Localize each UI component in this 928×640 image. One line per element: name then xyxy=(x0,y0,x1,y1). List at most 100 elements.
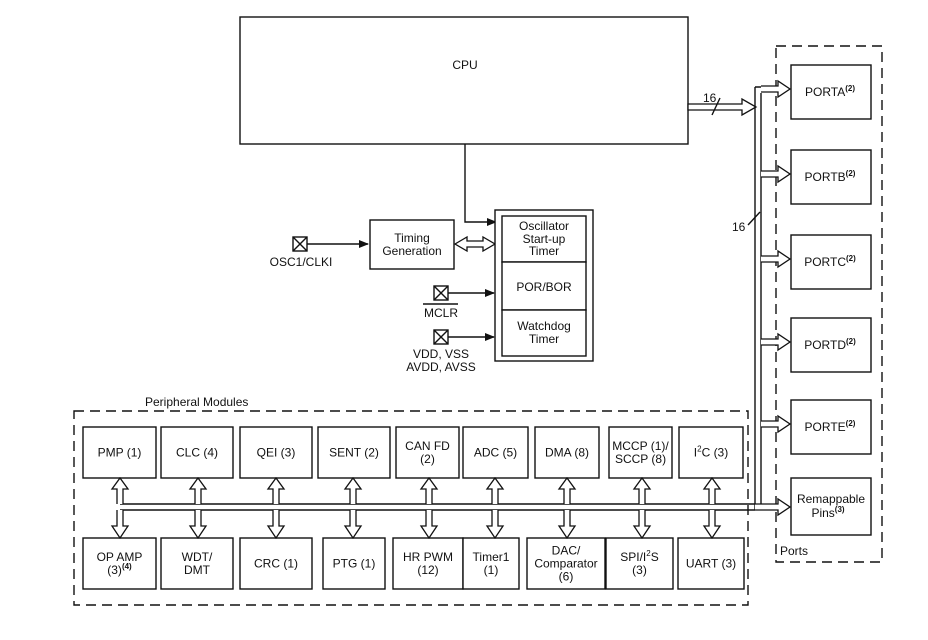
osc-pin: OSC1/CLKI xyxy=(270,236,369,269)
power-pins-line-2: AVDD, AVSS xyxy=(406,360,476,374)
port-portb: PORTB(2) xyxy=(761,149,872,205)
module-label-line: HR PWM xyxy=(403,550,453,564)
mclr-pin-label: MCLR xyxy=(424,306,458,320)
module-label-line: (3)(4) xyxy=(107,562,132,577)
module-label-line: DMA (8) xyxy=(545,446,589,460)
port-label: PORTE(2) xyxy=(805,419,856,434)
bus-arrow-up xyxy=(485,476,505,504)
ports-group-title: Ports xyxy=(780,544,808,558)
osc-pin-label: OSC1/CLKI xyxy=(270,255,333,269)
port-label: PORTC(2) xyxy=(804,254,856,269)
bus-arrow-down xyxy=(343,510,363,540)
peripheral-modules-group: Peripheral Modules xyxy=(73,395,749,606)
peripheral-module: UART (3) xyxy=(677,537,745,590)
module-label-line: (1) xyxy=(484,563,499,577)
module-label-line: SENT (2) xyxy=(329,446,379,460)
module-label-line: PTG (1) xyxy=(333,557,376,571)
por-bor-label: POR/BOR xyxy=(516,280,572,294)
peripheral-module: PTG (1) xyxy=(322,537,386,590)
osc-startup-line-3: Timer xyxy=(529,244,559,258)
peripheral-module: CLC (4) xyxy=(160,426,234,479)
bus-arrow-down xyxy=(485,510,505,540)
module-label-line: SPI/I2S xyxy=(620,549,658,564)
remappable-line-1: Remappable xyxy=(797,492,865,506)
module-label-line: (3) xyxy=(632,563,647,577)
bus-arrow-up xyxy=(702,476,722,504)
watchdog-line-1: Watchdog xyxy=(517,319,571,333)
bus-arrow-up xyxy=(266,476,286,504)
bus-arrow-down xyxy=(632,510,652,540)
port-arrow xyxy=(761,414,792,434)
peripheral-module: SPI/I2S(3) xyxy=(605,537,674,590)
remappable-line-2: Pins(3) xyxy=(811,505,844,520)
bus-arrow-up xyxy=(343,476,363,504)
peripheral-module: I2C (3) xyxy=(678,426,744,479)
peripheral-module: Timer1(1) xyxy=(462,537,520,590)
module-label-line: Timer1 xyxy=(473,550,510,564)
port-arrow xyxy=(761,79,792,99)
port-arrow xyxy=(761,164,792,184)
ports-bus: 16 xyxy=(732,86,776,510)
peripheral-module: QEI (3) xyxy=(239,426,313,479)
timing-osc-bidir-arrow xyxy=(453,235,497,253)
module-label-line: (6) xyxy=(559,570,574,584)
timing-label-line-2: Generation xyxy=(382,244,441,258)
timing-label-line-1: Timing xyxy=(394,231,430,245)
port-label: PORTA(2) xyxy=(805,84,855,99)
cpu-bus-width-label: 16 xyxy=(703,91,717,105)
peripheral-module: ADC (5) xyxy=(462,426,529,479)
module-label-line: OP AMP xyxy=(97,550,143,564)
cpu-label: CPU xyxy=(452,58,477,72)
bus-arrow-up xyxy=(110,476,130,504)
module-label-line: DMT xyxy=(184,563,211,577)
peripheral-module: SENT (2) xyxy=(317,426,391,479)
module-label-line: CLC (4) xyxy=(176,446,218,460)
ports-bus-width-label: 16 xyxy=(732,220,746,234)
bus-arrow-down xyxy=(110,510,130,540)
port-porte: PORTE(2) xyxy=(761,399,872,455)
bus-arrow-down xyxy=(419,510,439,540)
timing-generation-block: Timing Generation xyxy=(369,219,455,270)
bus-arrow-down xyxy=(557,510,577,540)
peripheral-module: WDT/DMT xyxy=(160,537,234,590)
bus-arrow-up xyxy=(557,476,577,504)
module-label-line: WDT/ xyxy=(182,550,213,564)
osc-startup-line-2: Start-up xyxy=(523,232,566,246)
port-portc: PORTC(2) xyxy=(761,234,872,290)
module-label-line: QEI (3) xyxy=(257,446,296,460)
peripheral-module: DMA (8) xyxy=(534,426,600,479)
peripheral-module: HR PWM(12) xyxy=(392,537,464,590)
bus-arrow-down xyxy=(266,510,286,540)
cpu-port-bus: 16 xyxy=(687,91,758,117)
module-label-line: (2) xyxy=(420,452,435,466)
peripheral-module: CRC (1) xyxy=(239,537,313,590)
module-label-line: PMP (1) xyxy=(98,446,142,460)
module-label-line: MCCP (1)/ xyxy=(612,439,669,453)
bus-arrow-up xyxy=(188,476,208,504)
mclr-pin: MCLR xyxy=(423,285,495,320)
module-label-line: SCCP (8) xyxy=(615,452,666,466)
port-label: PORTD(2) xyxy=(804,337,856,352)
power-pins-line-1: VDD, VSS xyxy=(413,347,469,361)
module-label-line: CAN FD xyxy=(405,439,450,453)
osc-startup-line-1: Oscillator xyxy=(519,219,569,233)
peripheral-module: CAN FD(2) xyxy=(395,426,460,479)
peripheral-modules-title: Peripheral Modules xyxy=(145,395,248,409)
peripheral-module: MCCP (1)/SCCP (8) xyxy=(608,426,673,479)
ports-group: Ports xyxy=(775,45,883,563)
bus-arrow-up xyxy=(632,476,652,504)
watchdog-line-2: Timer xyxy=(529,332,559,346)
cpu-block: CPU xyxy=(239,16,689,145)
port-arrow xyxy=(761,332,792,352)
power-pins: VDD, VSS AVDD, AVSS xyxy=(406,329,495,374)
bus-arrow-down xyxy=(188,510,208,540)
module-label-line: DAC/ xyxy=(552,544,581,558)
port-arrow xyxy=(761,249,792,269)
reset-block: Oscillator Start-up Timer POR/BOR Watchd… xyxy=(494,209,594,362)
cpu-to-osc-line xyxy=(464,144,497,226)
module-label-line: Comparator xyxy=(534,557,597,571)
port-label: PORTB(2) xyxy=(805,169,856,184)
module-label-line: ADC (5) xyxy=(474,446,517,460)
